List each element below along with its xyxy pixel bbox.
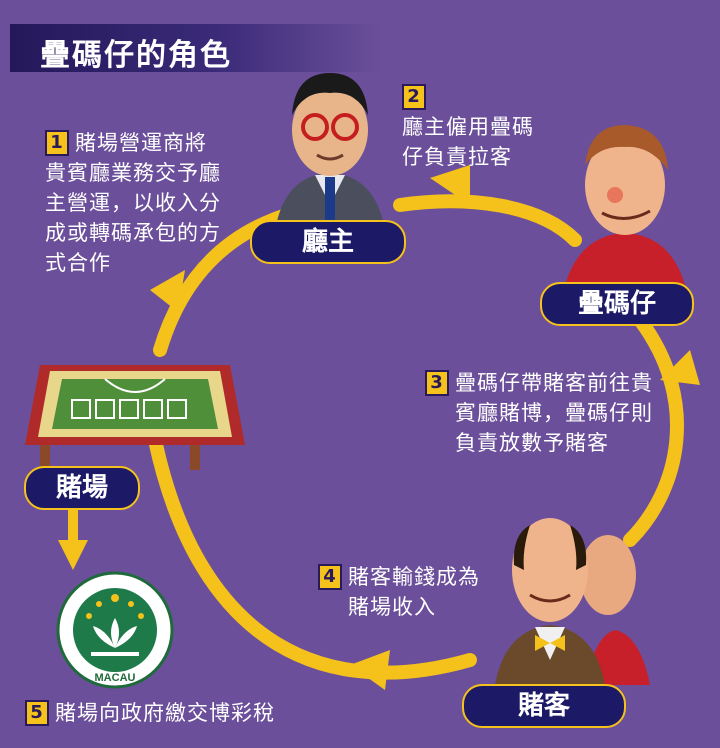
diagram-title: 疊碼仔的角色 [40, 38, 232, 73]
arrow-casino-to-gov [68, 500, 78, 542]
step-4-line-1: 賭客輸錢成為 [348, 565, 480, 589]
step-1-line-3: 主營運，以收入分 [45, 191, 221, 215]
gambler-figure [495, 518, 650, 685]
step-5-number: 5 [25, 700, 49, 726]
arrowhead-2 [430, 165, 470, 205]
arrowhead-gov [58, 540, 88, 570]
step-3-number: 3 [425, 370, 449, 396]
role-casino: 賭場 [24, 466, 140, 510]
role-junket: 疊碼仔 [540, 282, 694, 326]
step-3-line-3: 負責放數予賭客 [455, 431, 609, 455]
step-1-line-5: 式合作 [45, 251, 111, 275]
macau-emblem: MACAU [56, 571, 174, 689]
emblem-label: MACAU [95, 672, 136, 684]
step-2: 2 廳主僱用疊碼 仔負責拉客 [402, 82, 572, 172]
title-band [10, 24, 380, 72]
step-5-line-1: 賭場向政府繳交博彩稅 [55, 701, 275, 725]
arrowhead-3 [660, 350, 700, 385]
role-hall-owner: 廳主 [250, 220, 406, 264]
casino-table-figure [25, 365, 245, 470]
junket-figure [565, 125, 685, 285]
arrowhead-1 [150, 270, 185, 312]
step-3-line-1: 疊碼仔帶賭客前往貴 [455, 371, 653, 395]
arc-junket-to-gambler [623, 313, 684, 547]
step-4-number: 4 [318, 564, 342, 590]
step-2-number: 2 [402, 84, 426, 110]
step-3-line-2: 賓廳賭博，疊碼仔則 [455, 401, 653, 425]
arrowhead-4 [350, 650, 390, 690]
step-1-line-1: 賭場營運商將 [75, 131, 207, 155]
step-1-line-2: 貴賓廳業務交予廳 [45, 161, 221, 185]
role-gambler: 賭客 [462, 684, 626, 728]
arc-owner-to-junket [393, 194, 582, 247]
step-1-line-4: 成或轉碼承包的方 [45, 221, 221, 245]
arc-gambler-to-casino [148, 433, 477, 680]
hall-owner-figure [275, 73, 385, 230]
step-1-number: 1 [45, 130, 69, 156]
step-2-line-2: 仔負責拉客 [402, 145, 512, 169]
step-2-line-1: 廳主僱用疊碼 [402, 115, 534, 139]
step-4-line-2: 賭場收入 [348, 595, 436, 619]
